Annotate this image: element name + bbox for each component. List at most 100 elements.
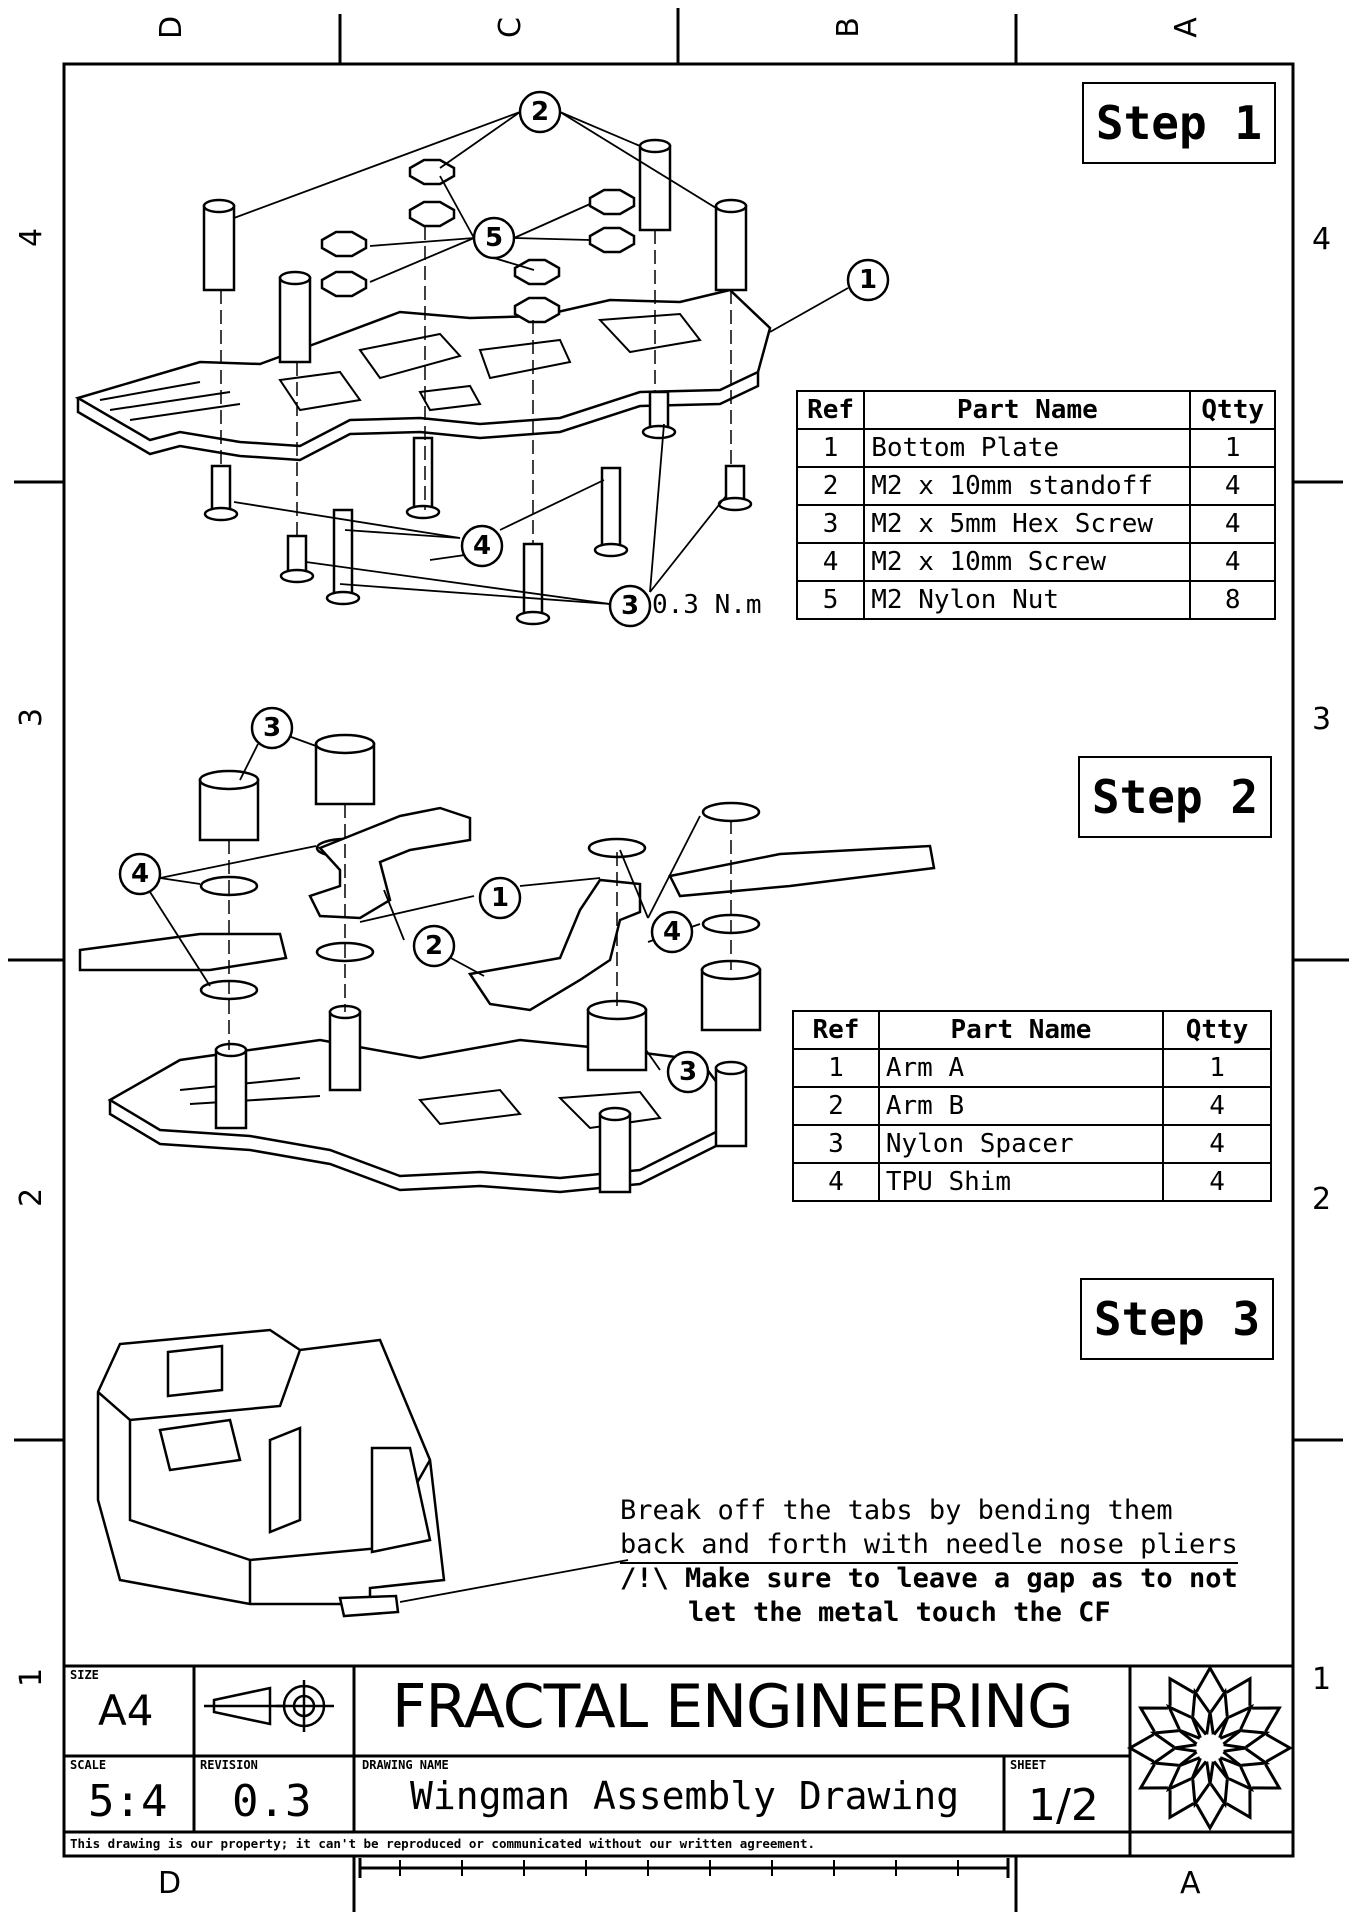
col-qtty: Qtty	[1189, 390, 1276, 430]
zone-col-label: B	[830, 17, 866, 38]
sheet-value: 1/2	[1028, 1780, 1099, 1831]
scale-label: SCALE	[70, 1758, 107, 1772]
part-name-cell: M2 Nylon Nut	[863, 580, 1192, 620]
callout-label: 1	[858, 265, 878, 295]
logo-petal	[1190, 1757, 1208, 1781]
logo-petal	[1149, 1747, 1179, 1767]
logo-petal	[1212, 1757, 1230, 1781]
logo-petal	[1205, 1761, 1215, 1785]
ref-cell: 2	[792, 1086, 880, 1126]
qtty-cell: 4	[1162, 1124, 1272, 1164]
step2-illustration	[78, 729, 936, 1194]
zone-row-label: 2	[1312, 1182, 1332, 1217]
zone-row-label: 4	[14, 227, 50, 248]
zone-row-label: 2	[14, 1187, 50, 1208]
disclaimer: This drawing is our property; it can't b…	[70, 1836, 816, 1851]
ref-cell: 2	[795, 466, 866, 506]
callout-label: 3	[262, 713, 282, 743]
company-logo-icon	[1126, 1664, 1294, 1832]
callout-balloon	[846, 258, 890, 302]
callout-balloon	[472, 216, 516, 260]
logo-petal	[1252, 1706, 1282, 1733]
callout-label: 2	[530, 97, 550, 127]
ref-cell: 4	[795, 542, 866, 582]
step3-title: Step 3	[1080, 1278, 1274, 1360]
col-ref: Ref	[795, 390, 866, 430]
part-name-cell: Arm A	[877, 1048, 1165, 1088]
logo-petal	[1195, 1664, 1225, 1693]
zone-row-label: 4	[1312, 222, 1332, 257]
logo-petal	[1241, 1747, 1271, 1767]
callout-balloon	[518, 90, 562, 134]
logo-petal	[1219, 1750, 1243, 1768]
zone-col-label: D	[154, 15, 190, 40]
callout-label: 1	[490, 883, 510, 913]
logo-petal	[1223, 1743, 1247, 1753]
col-ref: Ref	[792, 1010, 880, 1050]
logo-petal	[1252, 1763, 1282, 1790]
zone-col-label: D	[158, 1866, 182, 1901]
ref-cell: 3	[795, 504, 866, 544]
logo-petal	[1209, 1779, 1229, 1809]
callout-balloon	[478, 876, 522, 920]
step3-warning-line1: /!\ Make sure to leave a gap as to not	[620, 1563, 1238, 1594]
zone-row-label: 3	[1312, 702, 1332, 737]
projection-symbol-icon	[204, 1680, 334, 1732]
logo-petal	[1138, 1706, 1168, 1733]
callout-label: 5	[484, 223, 504, 253]
logo-petal	[1173, 1743, 1197, 1753]
callout-balloon	[412, 924, 456, 968]
logo-petal	[1165, 1766, 1192, 1793]
callout-balloon	[650, 910, 694, 954]
callout-balloon	[250, 706, 294, 750]
qtty-cell: 8	[1189, 580, 1276, 620]
part-name-cell: M2 x 10mm standoff	[863, 466, 1192, 506]
step3-note-line1: Break off the tabs by bending them	[620, 1495, 1173, 1526]
step3-illustration	[96, 1328, 629, 1618]
ref-cell: 1	[795, 428, 866, 468]
revision-value: 0.3	[232, 1776, 312, 1827]
ref-cell: 3	[792, 1124, 880, 1164]
logo-petal	[1168, 1790, 1195, 1820]
part-name-cell: M2 x 5mm Hex Screw	[863, 504, 1192, 544]
callout-label: 4	[472, 531, 492, 561]
logo-petal	[1165, 1703, 1192, 1730]
ref-cell: 1	[792, 1048, 880, 1088]
logo-petal	[1149, 1729, 1179, 1749]
callout-balloon	[608, 584, 652, 628]
logo-petal	[1177, 1728, 1201, 1746]
qtty-cell: 4	[1189, 466, 1276, 506]
logo-petal	[1265, 1733, 1294, 1763]
qtty-cell: 1	[1162, 1048, 1272, 1088]
step3-note-line2: back and forth with needle nose pliers	[620, 1528, 1238, 1564]
size-value: A4	[98, 1686, 154, 1735]
qtty-cell: 4	[1189, 542, 1276, 582]
col-qtty: Qtty	[1162, 1010, 1272, 1050]
part-name-cell: Nylon Spacer	[877, 1124, 1165, 1164]
torque-value: 0.3 N.m	[652, 590, 762, 620]
logo-petal	[1212, 1715, 1230, 1739]
col-part-name: Part Name	[877, 1010, 1165, 1050]
logo-petal	[1191, 1779, 1211, 1809]
callout-balloon	[460, 524, 504, 568]
zone-col-label: C	[492, 17, 528, 38]
part-name-cell: Bottom Plate	[863, 428, 1192, 468]
revision-label: REVISION	[200, 1758, 258, 1772]
logo-petal	[1228, 1766, 1255, 1793]
step3-warning-line2: let the metal touch the CF	[688, 1597, 1111, 1628]
logo-petal	[1225, 1790, 1252, 1820]
col-part-name: Part Name	[863, 390, 1192, 430]
logo-petal	[1228, 1703, 1255, 1730]
drawing-name-label: DRAWING NAME	[362, 1758, 449, 1772]
logo-petal	[1209, 1687, 1229, 1717]
callout-label: 2	[424, 931, 444, 961]
